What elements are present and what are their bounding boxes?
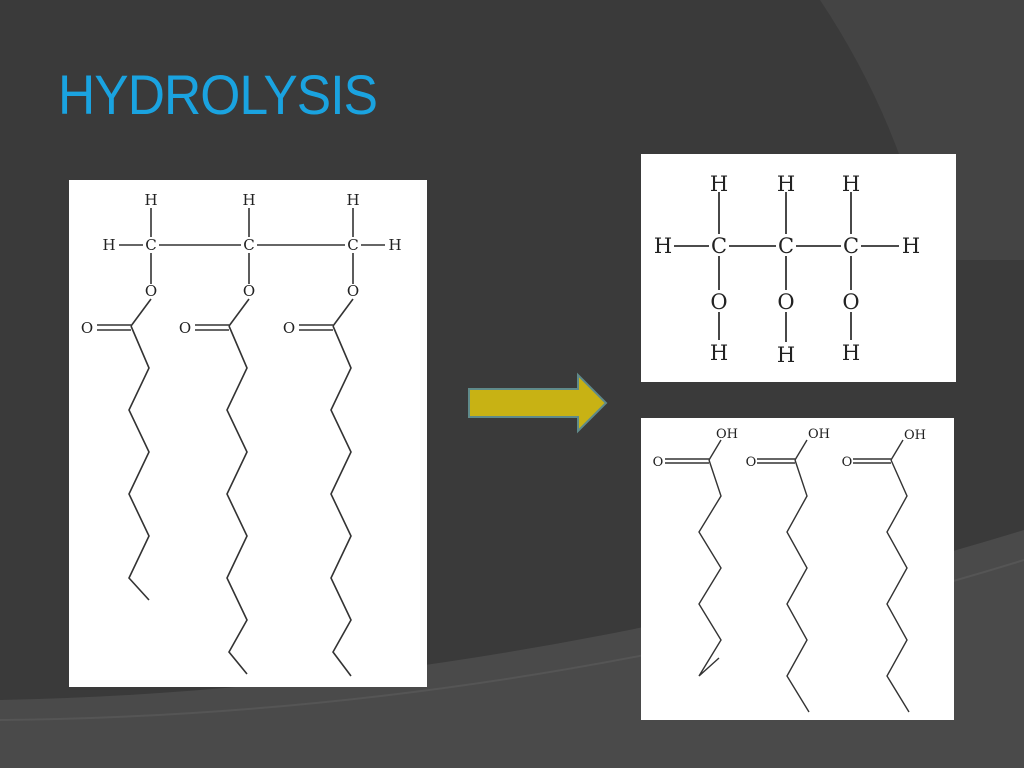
fatty-acid-chain-1 [698, 459, 722, 677]
atom-o: O [710, 290, 727, 314]
atom-c: C [347, 236, 358, 254]
triglyceride-structure: H H H H H C C C O O O O O O [69, 180, 427, 687]
atom-h: H [842, 172, 860, 196]
atom-h: H [777, 172, 795, 196]
atom-o: O [842, 290, 859, 314]
fatty-acid-chain-3 [886, 459, 910, 713]
atom-h: H [842, 341, 860, 365]
atom-h: H [346, 191, 359, 209]
glycerol-structure: H H H H H C C C O O O H H H [641, 154, 956, 382]
atom-h: H [102, 236, 115, 254]
atom-c: C [145, 236, 156, 254]
atom-h: H [654, 234, 672, 258]
hydroxyl-label: OH [904, 428, 926, 443]
hydroxyl-label: OH [716, 427, 738, 442]
atom-h: H [902, 234, 920, 258]
atom-o: O [283, 319, 295, 337]
triglyceride-chain-2 [226, 325, 248, 675]
atom-h: H [710, 172, 728, 196]
atom-h: H [388, 236, 401, 254]
atom-h: H [242, 191, 255, 209]
atom-o: O [777, 290, 794, 314]
fatty-acids-structure: OH OH OH O O O [641, 418, 954, 720]
atom-o: O [842, 455, 853, 470]
atom-c: C [243, 236, 254, 254]
atom-c: C [843, 234, 859, 258]
atom-o: O [179, 319, 191, 337]
atom-o: O [243, 282, 255, 300]
atom-h: H [144, 191, 157, 209]
slide-title: HYDROLYSIS [58, 63, 378, 126]
reaction-arrow-icon [468, 372, 608, 434]
atom-o: O [746, 455, 757, 470]
atom-h: H [710, 341, 728, 365]
triglyceride-chain-3 [330, 325, 352, 677]
hydroxyl-label: OH [808, 427, 830, 442]
atom-c: C [778, 234, 794, 258]
atom-o: O [81, 319, 93, 337]
atom-o: O [653, 455, 664, 470]
atom-o: O [145, 282, 157, 300]
atom-h: H [777, 343, 795, 367]
triglyceride-chain-1 [128, 325, 150, 601]
atom-o: O [347, 282, 359, 300]
atom-c: C [711, 234, 727, 258]
fatty-acid-chain-2 [786, 459, 810, 713]
